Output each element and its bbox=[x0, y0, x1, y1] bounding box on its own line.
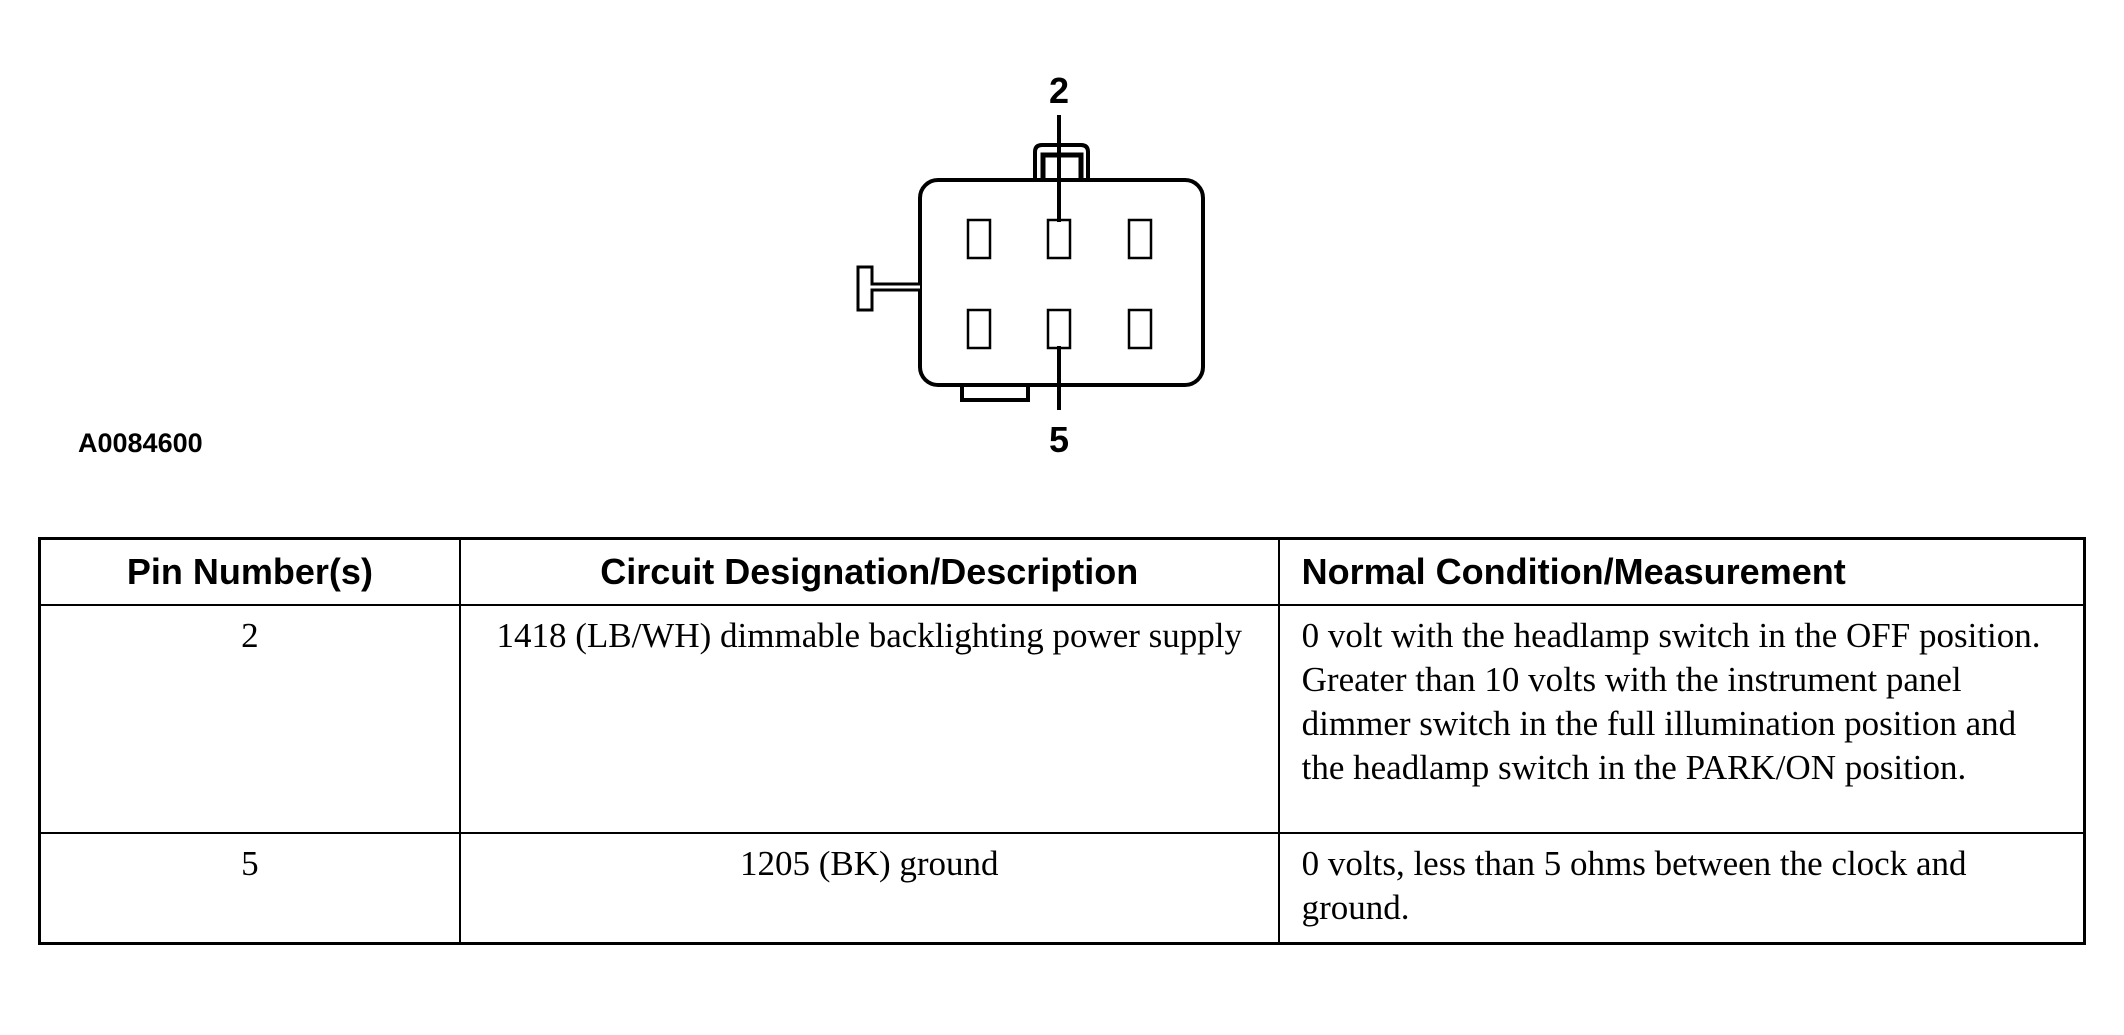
connector-lock-tab-inner bbox=[1040, 152, 1084, 185]
table-header-row: Pin Number(s) Circuit Designation/Descri… bbox=[38, 537, 2086, 606]
pin-label-5: 5 bbox=[1049, 419, 1069, 460]
connector-diagram: 2 5 bbox=[856, 70, 1205, 460]
terminal-cavity-1 bbox=[966, 218, 992, 260]
terminal-cavity-6 bbox=[1127, 308, 1153, 350]
cell-condition: 0 volt with the headlamp switch in the O… bbox=[1277, 604, 2086, 834]
cell-pin: 2 bbox=[38, 604, 461, 834]
header-condition: Normal Condition/Measurement bbox=[1277, 537, 2086, 606]
connector-latch bbox=[856, 265, 920, 312]
terminal-cavity-5 bbox=[1046, 308, 1072, 350]
terminal-cavity-2 bbox=[1046, 218, 1072, 260]
header-circuit: Circuit Designation/Description bbox=[458, 537, 1280, 606]
figure-id: A0084600 bbox=[78, 428, 203, 458]
terminal-cavity-3 bbox=[1127, 218, 1153, 260]
header-pin-number: Pin Number(s) bbox=[38, 537, 461, 606]
cell-condition: 0 volts, less than 5 ohms between the cl… bbox=[1277, 832, 2086, 944]
table-row: 2 1418 (LB/WH) dimmable backlighting pow… bbox=[38, 604, 2086, 834]
connector-bottom-key bbox=[960, 383, 1030, 402]
pin-label-2: 2 bbox=[1049, 70, 1069, 111]
cell-pin: 5 bbox=[38, 832, 461, 944]
pinout-table: Pin Number(s) Circuit Designation/Descri… bbox=[38, 537, 2086, 945]
table-row: 5 1205 (BK) ground 0 volts, less than 5 … bbox=[38, 832, 2086, 944]
connector-lock-tab bbox=[1033, 143, 1090, 183]
terminal-cavity-4 bbox=[966, 308, 992, 350]
cell-circuit: 1205 (BK) ground bbox=[458, 832, 1280, 944]
cell-circuit: 1418 (LB/WH) dimmable backlighting power… bbox=[458, 604, 1280, 834]
connector-body bbox=[918, 178, 1205, 387]
